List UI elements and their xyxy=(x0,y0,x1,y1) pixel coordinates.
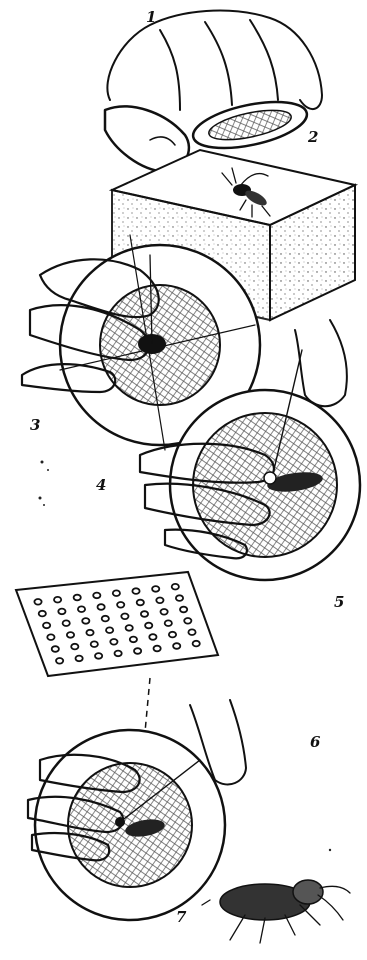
plate-hole xyxy=(95,653,102,659)
plate-hole xyxy=(52,646,59,652)
plate-hole xyxy=(63,620,70,626)
plate-hole xyxy=(132,588,139,594)
plate-hole xyxy=(78,606,85,612)
plate-hole xyxy=(58,609,65,615)
label-7: 7 xyxy=(176,910,186,925)
plate-hole xyxy=(154,646,161,652)
label-1: 1 xyxy=(146,10,156,25)
plate-hole xyxy=(54,597,61,603)
label-3: 3 xyxy=(30,418,40,433)
plate-hole xyxy=(102,616,109,622)
plate-hole xyxy=(91,641,98,647)
plate-hole xyxy=(161,609,168,615)
plate-hole xyxy=(71,644,78,650)
plate-hole xyxy=(117,602,124,608)
plate-hole xyxy=(56,658,63,664)
plate-hole xyxy=(145,623,152,629)
plate-hole xyxy=(137,600,144,606)
plate-hole xyxy=(67,632,74,638)
plate-hole xyxy=(98,604,105,610)
plate-hole xyxy=(152,586,159,592)
plate-hole xyxy=(173,643,180,649)
plate-hole xyxy=(165,620,172,626)
plate-hole xyxy=(176,595,183,601)
plate-hole xyxy=(34,599,41,605)
plate-hole xyxy=(43,623,50,629)
plate-hole xyxy=(93,593,100,599)
hand-with-mesh-disc xyxy=(105,11,322,172)
plate-hole xyxy=(110,639,117,645)
plate-hole xyxy=(134,648,141,654)
plate-hole xyxy=(47,634,54,640)
plate-hole xyxy=(115,651,122,657)
label-6: 6 xyxy=(310,735,320,750)
plate-hole xyxy=(184,618,191,624)
plate-hole xyxy=(180,607,187,613)
label-4: 4 xyxy=(96,478,106,493)
plate-hole xyxy=(39,611,46,617)
plate-hole xyxy=(156,598,163,604)
label-2: 2 xyxy=(308,130,318,145)
plate-hole xyxy=(82,618,89,624)
plate-hole xyxy=(149,634,156,640)
plate-hole xyxy=(193,641,200,647)
plate-hole xyxy=(130,637,137,643)
plate-hole xyxy=(76,656,83,662)
plate-hole xyxy=(106,627,113,633)
plate-hole xyxy=(126,625,133,631)
plate-hole xyxy=(141,611,148,617)
plate-hole xyxy=(188,629,195,635)
plate-hole xyxy=(172,584,179,590)
plate-hole xyxy=(113,590,120,596)
plate-hole xyxy=(86,630,93,636)
plate-hole xyxy=(74,595,81,601)
cockroach xyxy=(202,880,350,943)
plate-hole xyxy=(121,614,128,620)
plate-hole xyxy=(169,632,176,638)
label-5: 5 xyxy=(334,595,344,610)
